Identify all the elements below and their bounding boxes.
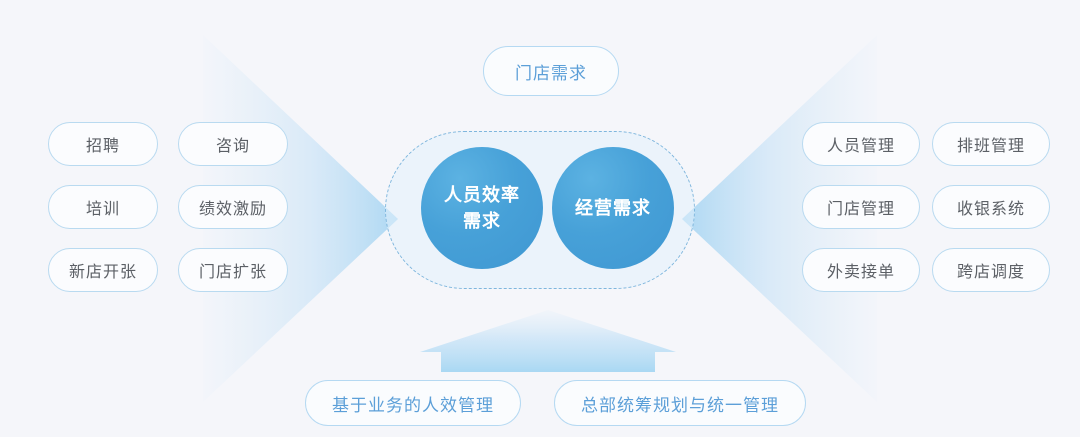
pill-headquarters-planning-management[interactable]: 总部统筹规划与统一管理 bbox=[554, 380, 806, 426]
pill-label: 培训 bbox=[85, 201, 120, 218]
pill-consulting[interactable]: 咨询 bbox=[178, 122, 288, 166]
pill-label: 招聘 bbox=[85, 138, 120, 155]
pill-cashier-system[interactable]: 收银系统 bbox=[932, 185, 1050, 229]
pill-label: 绩效激励 bbox=[198, 201, 267, 218]
pill-store-management[interactable]: 门店管理 bbox=[802, 185, 920, 229]
pill-performance-incentive[interactable]: 绩效激励 bbox=[178, 185, 288, 229]
circle-label-line1: 经营需求 bbox=[575, 198, 651, 218]
pill-recruitment[interactable]: 招聘 bbox=[48, 122, 158, 166]
pill-label: 人员管理 bbox=[826, 138, 895, 155]
pill-training[interactable]: 培训 bbox=[48, 185, 158, 229]
circle-people-efficiency-demand[interactable]: 人员效率 需求 bbox=[421, 147, 543, 269]
pill-shift-scheduling[interactable]: 排班管理 bbox=[932, 122, 1050, 166]
pill-label: 咨询 bbox=[215, 138, 250, 155]
circle-operation-demand[interactable]: 经营需求 bbox=[552, 147, 674, 269]
pill-staff-management[interactable]: 人员管理 bbox=[802, 122, 920, 166]
up-arrow-shape bbox=[420, 310, 676, 372]
pill-label: 门店扩张 bbox=[198, 264, 267, 281]
pill-label: 门店管理 bbox=[826, 201, 895, 218]
pill-new-store-opening[interactable]: 新店开张 bbox=[48, 248, 158, 292]
pill-takeaway-orders[interactable]: 外卖接单 bbox=[802, 248, 920, 292]
pill-label: 排班管理 bbox=[956, 138, 1025, 155]
circle-label-wrap: 人员效率 需求 bbox=[444, 182, 520, 234]
circle-label-line1: 人员效率 bbox=[444, 185, 520, 205]
pill-store-expansion[interactable]: 门店扩张 bbox=[178, 248, 288, 292]
pill-label: 收银系统 bbox=[956, 201, 1025, 218]
pill-label: 新店开张 bbox=[68, 264, 137, 281]
circle-label-wrap: 经营需求 bbox=[575, 195, 651, 221]
circle-label-line2: 需求 bbox=[463, 211, 501, 231]
pill-label: 门店需求 bbox=[515, 63, 587, 83]
pill-business-based-efficiency-management[interactable]: 基于业务的人效管理 bbox=[305, 380, 521, 426]
pill-label: 总部统筹规划与统一管理 bbox=[581, 395, 779, 415]
pill-label: 外卖接单 bbox=[826, 264, 895, 281]
pill-label: 跨店调度 bbox=[956, 264, 1025, 281]
pill-label: 基于业务的人效管理 bbox=[332, 395, 494, 415]
pill-cross-store-dispatch[interactable]: 跨店调度 bbox=[932, 248, 1050, 292]
pill-store-demand[interactable]: 门店需求 bbox=[483, 46, 619, 96]
